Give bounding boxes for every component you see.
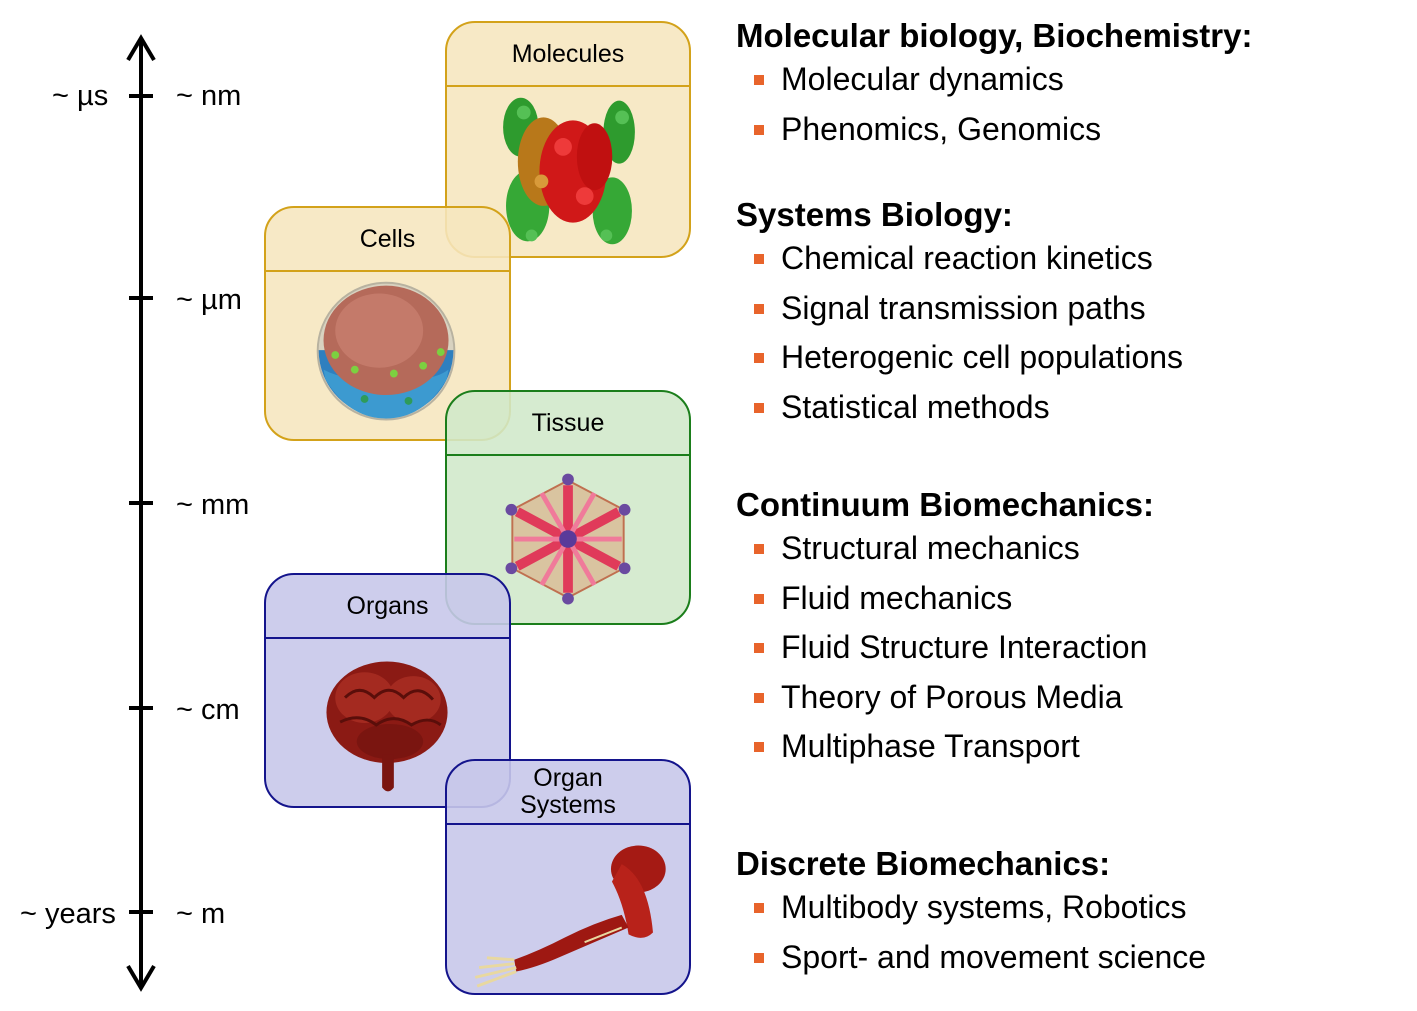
card-tissue-title: Tissue [447,392,689,456]
length-label-nm: ~ nm [176,80,242,112]
list-item: Chemical reaction kinetics [736,234,1183,284]
list-item-label: Molecular dynamics [781,61,1064,97]
card-organ-systems-title: Organ Systems [447,761,689,825]
bullet-square-icon [754,254,764,264]
length-label-um: ~ µm [176,284,242,316]
section-discrete-biomechanics: Discrete Biomechanics: Multibody systems… [736,845,1206,982]
bullet-square-icon [754,544,764,554]
list-item: Fluid Structure Interaction [736,623,1154,673]
cell-sphere-icon [316,281,456,421]
time-label-years: ~ years [20,898,116,930]
list-item-label: Structural mechanics [781,530,1080,566]
bullet-square-icon [754,593,764,604]
section-title: Systems Biology: [736,196,1013,233]
axis-arrow-top [126,34,156,62]
protein-molecule-icon [503,97,635,245]
list-item-label: Theory of Porous Media [781,678,1123,715]
section-title: Molecular biology, Biochemistry: [736,17,1253,54]
card-cells-title: Cells [266,208,509,272]
bullet-list: Chemical reaction kinetics Signal transm… [736,234,1183,432]
bullet-square-icon [754,903,764,913]
list-item-label: Multiphase Transport [781,728,1080,765]
bullet-square-icon [754,124,764,135]
axis-arrow-bottom [126,964,156,992]
list-item-label: Chemical reaction kinetics [781,240,1153,276]
card-cells: Cells [264,206,511,441]
bullet-square-icon [754,952,764,963]
list-item: Structural mechanics [736,524,1154,574]
card-organ-systems-title-line-1: Organ [533,764,603,792]
bullet-list: Molecular dynamics Phenomics, Genomics [736,55,1252,154]
section-continuum-biomechanics: Continuum Biomechanics: Structural mecha… [736,486,1154,772]
bullet-list: Structural mechanics Fluid mechanics Flu… [736,524,1154,772]
bullet-square-icon [754,692,764,703]
card-molecules-title: Molecules [447,23,689,87]
length-label-m: ~ m [176,898,226,930]
list-item: Heterogenic cell populations [736,333,1183,383]
tissue-lobule-icon [505,473,631,605]
list-item-label: Fluid Structure Interaction [781,629,1148,666]
section-systems-biology: Systems Biology: Chemical reaction kinet… [736,196,1183,432]
list-item: Phenomics, Genomics [736,105,1252,155]
bullet-square-icon [754,75,764,85]
section-title: Discrete Biomechanics: [736,845,1111,882]
list-item-label: Fluid mechanics [781,579,1013,616]
list-item: Molecular dynamics [736,55,1252,105]
bullet-square-icon [754,742,764,753]
list-item: Signal transmission paths [736,284,1183,334]
brain-icon [326,661,448,792]
card-organ-systems-title-line-2: Systems [520,791,616,819]
card-organs-title: Organs [266,575,509,639]
list-item-label: Signal transmission paths [781,289,1146,326]
bullet-square-icon [754,353,764,364]
bullet-square-icon [754,402,764,413]
time-label-us: ~ µs [52,80,109,112]
list-item: Fluid mechanics [736,574,1154,624]
bullet-list: Multibody systems, Robotics Sport- and m… [736,883,1206,982]
bullet-square-icon [754,643,764,654]
section-molecular-biology: Molecular biology, Biochemistry: Molecul… [736,17,1252,154]
list-item: Theory of Porous Media [736,673,1154,723]
card-organs: Organs [264,573,511,808]
list-item-label: Heterogenic cell populations [781,339,1184,376]
section-title: Continuum Biomechanics: [736,486,1155,523]
card-organ-systems: Organ Systems [445,759,691,995]
list-item-label: Phenomics, Genomics [781,110,1102,147]
bullet-square-icon [754,303,764,314]
arm-muscles-icon [474,845,666,988]
list-item-label: Multibody systems, Robotics [781,889,1187,925]
list-item-label: Statistical methods [781,388,1050,425]
length-label-mm: ~ mm [176,489,250,521]
list-item: Statistical methods [736,383,1183,433]
list-item: Sport- and movement science [736,933,1206,983]
length-label-cm: ~ cm [176,694,240,726]
list-item-label: Sport- and movement science [781,938,1207,975]
list-item: Multiphase Transport [736,722,1154,772]
list-item: Multibody systems, Robotics [736,883,1206,933]
